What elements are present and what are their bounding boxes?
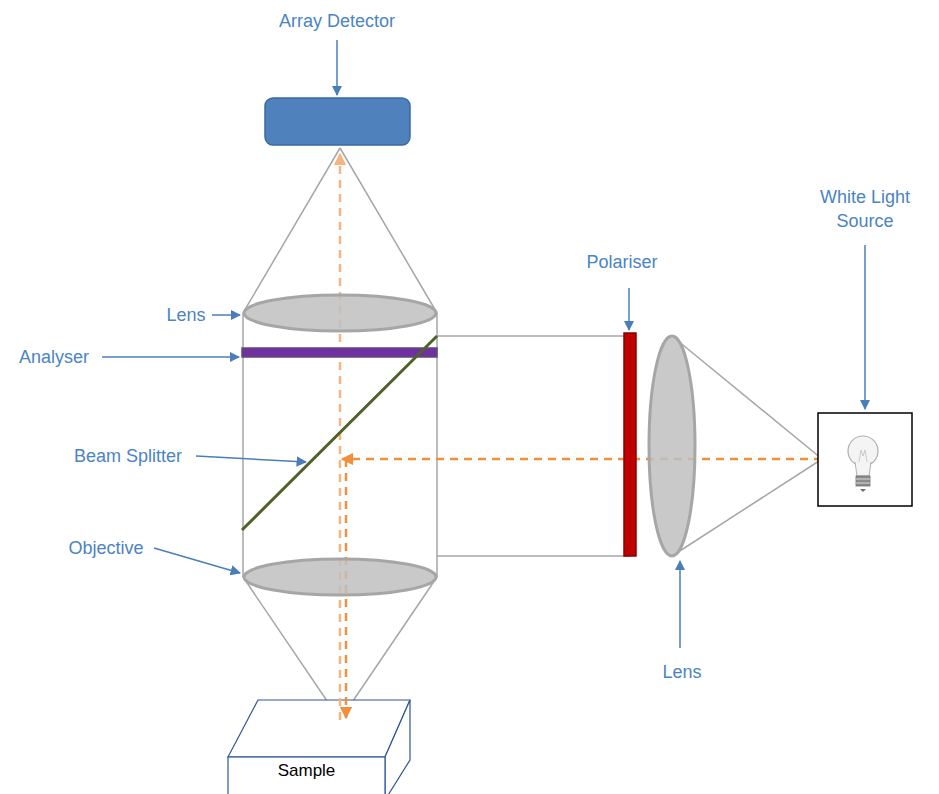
- objective-lens: [244, 559, 436, 595]
- part-label: Polariser: [586, 250, 657, 274]
- light-bulb: [848, 436, 878, 492]
- light-source-box: [818, 413, 912, 506]
- sample-box: Sample: [230, 759, 383, 783]
- part-label: White Light Source: [809, 185, 921, 234]
- part-label: Beam Splitter: [74, 444, 182, 468]
- sample-label: Sample: [278, 761, 336, 781]
- part-label: Lens: [166, 303, 205, 327]
- part-label: Array Detector: [279, 9, 395, 33]
- beam-envelope: [243, 148, 822, 720]
- condenser-lens: [649, 336, 695, 556]
- polariser-plate: [624, 333, 636, 556]
- leader-lines: [102, 40, 865, 648]
- part-label: Objective: [68, 536, 143, 560]
- part-label: Analyser: [19, 345, 89, 369]
- incident-beam: [342, 458, 822, 461]
- sample-block: [228, 700, 410, 794]
- reflected-beam: [339, 154, 342, 720]
- lens: [244, 295, 436, 331]
- array-detector: [265, 98, 410, 145]
- analyser-plate: [242, 348, 437, 357]
- beam-splitter: [242, 336, 437, 530]
- part-label: Lens: [662, 660, 701, 684]
